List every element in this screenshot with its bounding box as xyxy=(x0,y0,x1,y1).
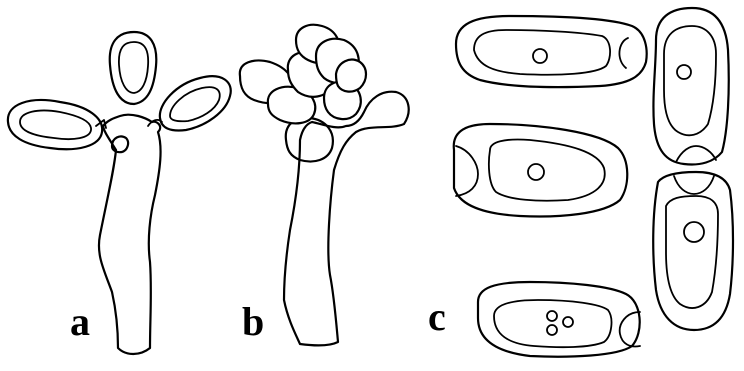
panel-c-spore-3-nucleus-b xyxy=(563,317,573,327)
panel-c: c xyxy=(428,8,733,357)
panel-c-spore-2-nucleus xyxy=(528,164,544,180)
panel-a-spore-right xyxy=(160,76,231,130)
panel-c-spore-1 xyxy=(456,16,647,87)
panel-c-spore-3-inner xyxy=(494,300,611,347)
panel-b-stalk xyxy=(284,92,409,346)
panel-c-spore-5-inner xyxy=(666,196,718,308)
panel-a-spore-left xyxy=(8,100,102,149)
panel-b-label: b xyxy=(242,299,264,344)
panel-a-spore-left-inner xyxy=(20,110,91,139)
panel-c-spore-3-scar xyxy=(620,312,640,347)
panel-c-spore-3-nucleus-c xyxy=(547,325,557,335)
panel-c-spore-4-inner xyxy=(664,26,716,135)
panel-c-spore-5-scar xyxy=(674,176,714,194)
panel-c-spore-1-inner xyxy=(474,30,610,75)
panel-c-spore-3-nucleus-a xyxy=(547,311,557,321)
panel-b: b xyxy=(240,25,409,346)
panel-c-spore-4-nucleus xyxy=(677,65,691,79)
panel-a-basal-cell xyxy=(112,136,128,152)
panel-c-spore-3 xyxy=(478,282,640,357)
panel-c-spore-2 xyxy=(454,124,628,216)
panel-a-label: a xyxy=(70,299,90,344)
panel-a-stalk xyxy=(99,115,161,354)
panel-c-spore-1-scar xyxy=(619,38,628,68)
panel-c-spore-4-scar xyxy=(676,146,716,162)
panel-c-spore-5-nucleus xyxy=(684,222,704,242)
panel-a-spore-top-inner xyxy=(119,42,148,93)
panel-c-spore-2-scar xyxy=(456,146,478,196)
panel-c-label: c xyxy=(428,294,446,339)
panel-b-spore-7 xyxy=(336,60,366,92)
panel-a: a xyxy=(8,32,231,354)
panel-c-spore-2-inner xyxy=(489,139,605,200)
panel-c-spore-1-nucleus xyxy=(533,49,547,63)
panel-a-spore-right-inner xyxy=(170,87,220,121)
